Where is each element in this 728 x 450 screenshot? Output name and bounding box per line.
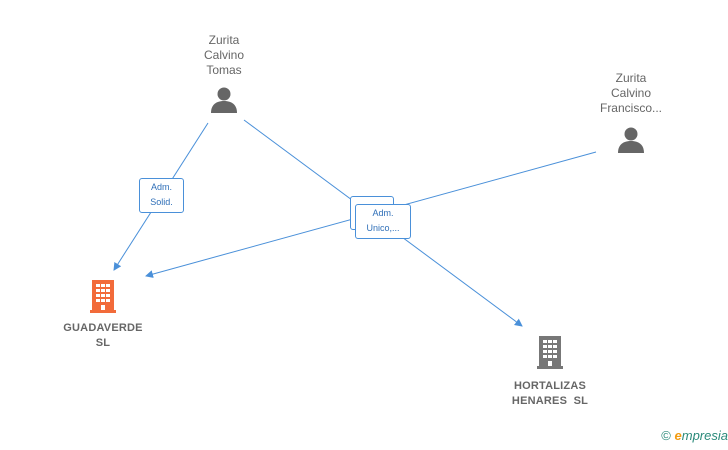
brand-footer: © empresia xyxy=(661,428,728,443)
company-name: HORTALIZAS HENARES SL xyxy=(511,380,589,407)
person-name: Zurita Calvino Francisco... xyxy=(599,71,662,115)
edge-label-adm-unico[interactable]: Adm. Unico,... xyxy=(355,204,411,239)
person-icon xyxy=(618,127,644,153)
person-node-francisco[interactable]: Zurita Calvino Francisco... xyxy=(584,71,678,159)
person-icon xyxy=(211,87,237,113)
building-icon xyxy=(537,336,563,369)
copyright-symbol: © xyxy=(661,428,671,443)
brand-logo-text: mpresia xyxy=(681,428,728,443)
edge-label-adm-solid[interactable]: Adm. Solid. xyxy=(139,178,184,213)
brand-logo-initial: e xyxy=(674,428,682,443)
company-node-guadaverde[interactable]: GUADAVERDE SL xyxy=(48,278,158,351)
person-name: Zurita Calvino Tomas xyxy=(203,33,245,77)
company-name: GUADAVERDE SL xyxy=(63,322,143,349)
company-node-hortalizas[interactable]: HORTALIZAS HENARES SL xyxy=(495,334,605,409)
building-icon xyxy=(90,280,116,313)
person-node-tomas[interactable]: Zurita Calvino Tomas xyxy=(184,33,264,119)
